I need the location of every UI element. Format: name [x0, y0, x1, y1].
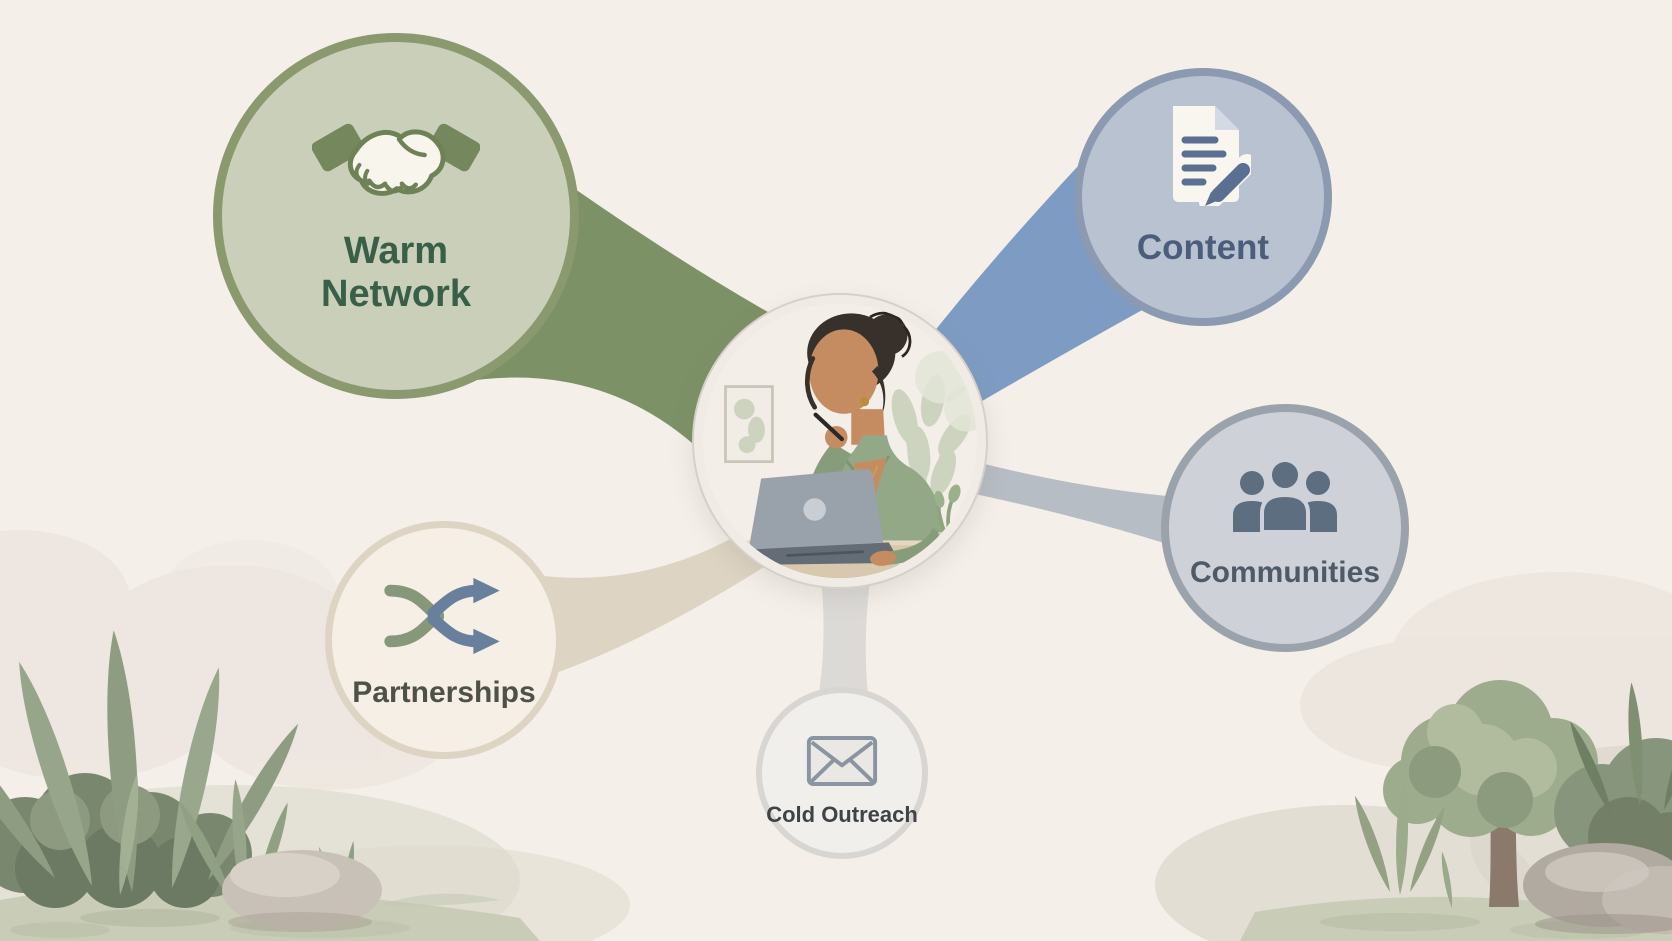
right-small-plants	[1354, 782, 1453, 908]
node-label-content: Content	[1136, 228, 1270, 267]
node-cold-outreach[interactable]: Cold Outreach	[756, 687, 928, 859]
node-label-partnerships: Partnerships	[352, 676, 536, 709]
laptop	[744, 469, 899, 565]
envelope-icon	[806, 735, 878, 787]
document-pencil-icon	[1173, 106, 1251, 206]
people-icon	[1233, 458, 1337, 532]
node-partnerships[interactable]: Partnerships	[325, 521, 563, 759]
connector-cold-outreach	[818, 565, 872, 700]
woman-forearm	[870, 527, 943, 566]
left-plant-leaves	[0, 630, 354, 908]
node-communities[interactable]: Communities	[1161, 404, 1409, 652]
node-label-warm-network: Warm Network	[321, 230, 471, 316]
node-label-communities: Communities	[1189, 556, 1381, 589]
shuffle-icon	[384, 577, 500, 655]
node-label-cold-outreach: Cold Outreach	[766, 802, 918, 827]
left-rock	[222, 850, 382, 932]
connector-communities	[965, 461, 1183, 549]
connector-partnerships	[535, 525, 775, 675]
node-warm-network[interactable]: Warm Network	[213, 33, 579, 399]
center-node[interactable]	[694, 295, 986, 587]
handshake-icon	[312, 123, 480, 196]
right-rocks	[1523, 843, 1672, 934]
wall-frame	[724, 385, 774, 464]
left-clouds	[0, 530, 460, 790]
woman-at-laptop-illustration	[703, 304, 977, 578]
node-content[interactable]: Content	[1074, 68, 1332, 326]
